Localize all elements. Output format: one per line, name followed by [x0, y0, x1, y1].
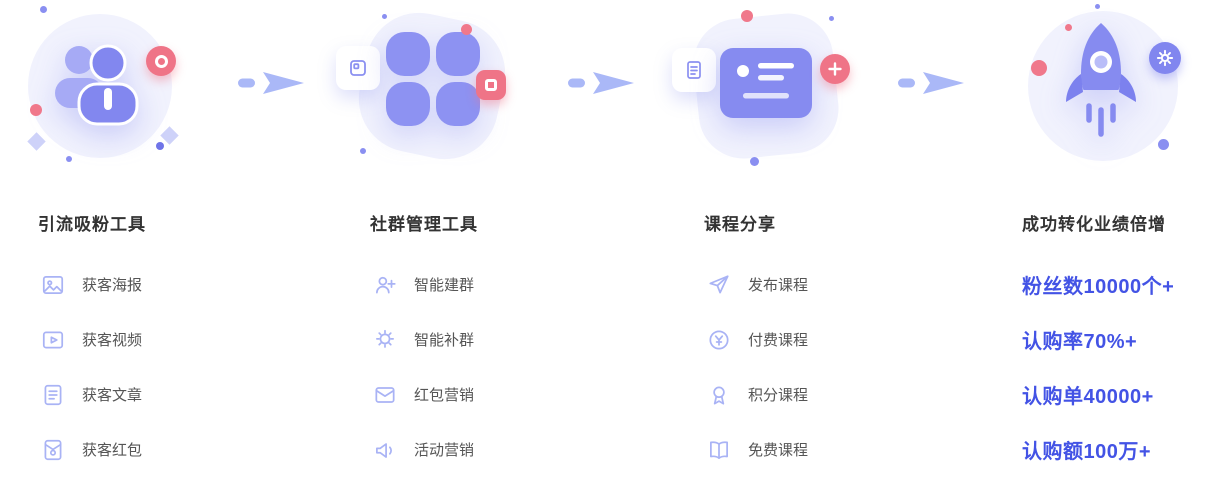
metric-label: 认购额100万+	[1022, 441, 1152, 463]
list-item: 发布课程	[706, 257, 866, 312]
decor-dot	[461, 24, 472, 35]
clover-icon	[386, 32, 480, 126]
add-badge	[820, 54, 850, 84]
attract-illustration	[20, 6, 180, 166]
poster-icon	[40, 272, 66, 298]
metric-item: 认购额100万+	[1022, 422, 1210, 477]
gear-icon	[1156, 49, 1174, 67]
document-card	[672, 48, 716, 92]
list-item: 活动营销	[372, 422, 532, 477]
decor-dot	[1158, 139, 1169, 150]
metric-item: 认购率70%+	[1022, 312, 1210, 367]
item-label: 获客红包	[82, 442, 143, 459]
decor-triangle	[27, 132, 46, 151]
metric-label: 粉丝数10000个+	[1022, 276, 1175, 298]
column-title: 成功转化业绩倍增	[1022, 215, 1166, 234]
publish-course-icon	[706, 272, 732, 298]
course-illustration	[672, 6, 850, 166]
column-conversion-growth: 成功转化业绩倍增 粉丝数10000个+ 认购率70%+ 认购单40000+ 认购…	[996, 4, 1210, 477]
activity-marketing-icon	[372, 437, 398, 463]
decor-dot	[741, 10, 753, 22]
feature-list: 发布课程 付费课程 积分课程 免费课程	[706, 257, 866, 477]
paid-course-icon	[706, 327, 732, 353]
list-item: 智能建群	[372, 257, 532, 312]
column-title: 社群管理工具	[370, 215, 478, 234]
column-course-share: 课程分享 发布课程 付费课程 积分课程 免费课程	[666, 6, 866, 477]
list-item: 积分课程	[706, 367, 866, 422]
item-label: 活动营销	[414, 442, 475, 459]
free-course-icon	[706, 437, 732, 463]
metric-item: 粉丝数10000个+	[1022, 257, 1210, 312]
users-icon	[55, 44, 139, 126]
course-card-icon	[720, 48, 812, 118]
community-illustration	[336, 2, 516, 170]
item-label: 红包营销	[414, 387, 475, 404]
decor-dot	[1031, 60, 1047, 76]
decor-dot	[1095, 4, 1100, 9]
document-icon	[687, 61, 701, 79]
smart-group-icon	[372, 272, 398, 298]
decor-dot	[360, 148, 366, 154]
column-community-tools: 社群管理工具 智能建群 智能补群 红包营销 活动营销	[332, 2, 532, 477]
item-label: 获客视频	[82, 332, 143, 349]
video-icon	[40, 327, 66, 353]
item-label: 付费课程	[748, 332, 809, 349]
item-label: 获客海报	[82, 277, 143, 294]
red-packet-marketing-icon	[372, 382, 398, 408]
plus-icon	[828, 62, 842, 76]
clover-petal	[436, 82, 480, 126]
decor-dot	[382, 14, 387, 19]
column-attract-fans: 引流吸粉工具 获客海报 获客视频 获客文章 获客红包	[0, 6, 200, 477]
feature-list: 获客海报 获客视频 获客文章 获客红包	[40, 257, 200, 477]
window-icon	[350, 60, 366, 76]
item-label: 智能建群	[414, 277, 475, 294]
decor-dot	[750, 157, 759, 166]
item-label: 智能补群	[414, 332, 475, 349]
decor-dot	[1065, 24, 1072, 31]
clover-petal	[386, 82, 430, 126]
rocket-icon	[1066, 23, 1136, 137]
metric-label: 认购率70%+	[1022, 331, 1138, 353]
clover-petal	[436, 32, 480, 76]
decor-dot	[66, 156, 72, 162]
metric-item: 认购单40000+	[1022, 367, 1210, 422]
list-item: 红包营销	[372, 367, 532, 422]
metric-list: 粉丝数10000个+ 认购率70%+ 认购单40000+ 认购额100万+	[1022, 257, 1210, 477]
decor-dot	[30, 104, 42, 116]
list-item: 获客文章	[40, 367, 200, 422]
gear-badge	[1149, 42, 1181, 74]
item-label: 积分课程	[748, 387, 809, 404]
square-badge	[476, 70, 506, 100]
list-item: 获客海报	[40, 257, 200, 312]
growth-illustration	[1023, 4, 1183, 166]
column-title: 引流吸粉工具	[38, 215, 146, 234]
decor-triangle	[160, 126, 179, 145]
list-item: 获客视频	[40, 312, 200, 367]
list-item: 获客红包	[40, 422, 200, 477]
article-icon	[40, 382, 66, 408]
red-packet-icon	[40, 437, 66, 463]
list-item: 免费课程	[706, 422, 866, 477]
decor-dot	[829, 16, 834, 21]
camera-badge	[146, 46, 176, 76]
item-label: 获客文章	[82, 387, 143, 404]
list-item: 付费课程	[706, 312, 866, 367]
flow-arrow-icon	[238, 72, 304, 94]
clover-petal	[386, 32, 430, 76]
item-label: 免费课程	[748, 442, 809, 459]
list-item: 智能补群	[372, 312, 532, 367]
flow-arrow-icon	[898, 72, 964, 94]
square-icon	[485, 79, 497, 91]
lens-icon	[154, 54, 168, 68]
smart-refill-icon	[372, 327, 398, 353]
points-course-icon	[706, 382, 732, 408]
flow-arrow-icon	[568, 72, 634, 94]
window-card	[336, 46, 380, 90]
item-label: 发布课程	[748, 277, 809, 294]
metric-label: 认购单40000+	[1022, 386, 1154, 408]
decor-dot	[40, 6, 47, 13]
decor-dot	[156, 142, 164, 150]
feature-list: 智能建群 智能补群 红包营销 活动营销	[372, 257, 532, 477]
column-title: 课程分享	[704, 215, 776, 234]
